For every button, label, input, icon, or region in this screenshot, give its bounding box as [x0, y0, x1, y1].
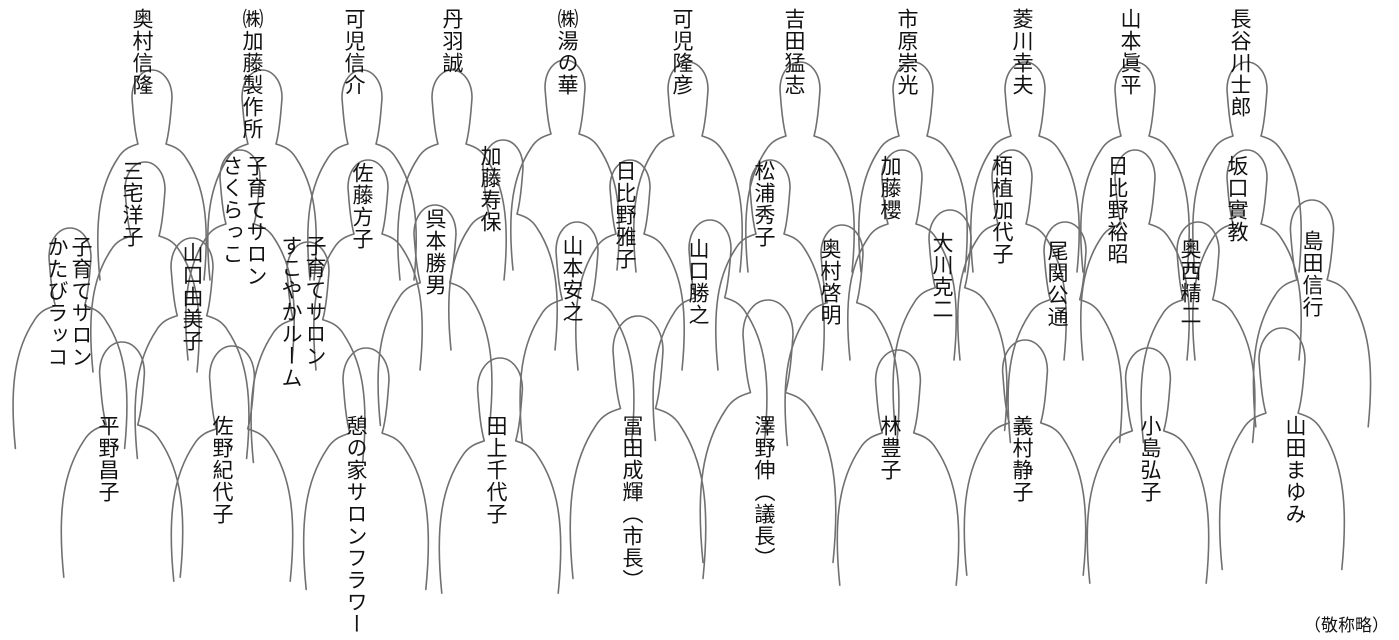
person-name-label: 日比野裕昭: [1105, 155, 1129, 265]
person-silhouette: [574, 159, 686, 371]
person-silhouette: [1191, 61, 1303, 273]
person-silhouette: [744, 61, 856, 273]
person-silhouette: [1007, 221, 1123, 444]
person-name-label: ㈱湯の華: [555, 8, 579, 96]
person-name-label: ㈱加藤製作所: [240, 8, 264, 140]
person-name-label: 佐野紀代子: [210, 415, 234, 525]
person-silhouette: [206, 69, 318, 281]
person-silhouette: [714, 159, 826, 371]
person-silhouette: [447, 139, 559, 351]
person-silhouette: [857, 61, 969, 273]
person-name-label: 大川克二: [930, 232, 954, 320]
person-silhouette: [632, 61, 744, 273]
person-name-label: 子育てサロン さくらっこ: [220, 155, 268, 287]
person-silhouette: [1079, 149, 1191, 361]
person-name-label: 山口由美子: [180, 242, 204, 352]
person-name-label: 可児隆彦: [670, 8, 694, 96]
person-name-label: 奥村信隆: [130, 8, 154, 96]
person-name-label: 冨田成輝（市長）: [620, 415, 644, 591]
person-silhouette: [1218, 327, 1346, 571]
person-silhouette: [836, 349, 960, 586]
person-name-label: 長谷川士郎: [1228, 8, 1252, 118]
person-silhouette: [302, 347, 430, 591]
person-name-label: 加藤寿保: [478, 145, 502, 233]
person-silhouette: [1086, 347, 1210, 584]
person-silhouette: [306, 69, 418, 281]
person-name-label: 子育てサロン すこやかルーム: [279, 235, 327, 389]
person-silhouette: [892, 209, 1008, 432]
person-silhouette: [60, 341, 184, 578]
person-name-label: 林豊子: [878, 415, 902, 481]
person-silhouette: [89, 161, 201, 373]
person-silhouette: [396, 69, 508, 281]
person-name-label: 三宅洋子: [120, 160, 144, 248]
person-silhouette: [509, 59, 621, 271]
honorifics-omitted-note: （敬称略）: [1304, 616, 1389, 636]
person-name-label: 加藤櫻: [878, 155, 902, 221]
person-name-label: 奥村啓明: [818, 238, 842, 326]
person-silhouette: [969, 61, 1081, 273]
person-name-label: 小島弘子: [1138, 415, 1162, 503]
person-name-label: 山田まゆみ: [1283, 415, 1307, 525]
person-name-label: 尾関公通: [1045, 240, 1069, 328]
person-silhouette: [12, 227, 128, 450]
person-silhouette: [519, 221, 635, 444]
person-name-label: 島田信行: [1300, 230, 1324, 318]
person-silhouette: [312, 159, 424, 371]
person-name-label: 子育てサロン かたびラッコ: [45, 236, 93, 368]
person-name-label: 菱川幸夫: [1010, 8, 1034, 96]
person-name-label: 佐藤方子: [350, 162, 374, 250]
person-name-label: 山口勝之: [686, 238, 710, 326]
person-name-label: 奥西精二: [1178, 238, 1202, 326]
person-silhouette: [1079, 61, 1191, 273]
person-name-label: 山本眞平: [1118, 8, 1142, 96]
person-silhouette: [963, 339, 1087, 576]
person-name-label: 山本安之: [560, 235, 584, 323]
person-name-label: 吉田猛志: [782, 8, 806, 96]
person-silhouette: [652, 219, 768, 442]
person-silhouette: [438, 357, 562, 594]
person-name-label: 田上千代子: [484, 415, 508, 525]
person-silhouette: [96, 69, 208, 281]
person-silhouette: [134, 237, 250, 460]
person-name-label: 松浦秀子: [752, 160, 776, 248]
person-silhouette: [184, 149, 296, 361]
person-name-label: 平野昌子: [96, 415, 120, 503]
person-silhouette: [170, 345, 294, 582]
person-silhouette: [846, 149, 958, 361]
person-silhouette: [1191, 149, 1303, 361]
person-name-label: 義村静子: [1010, 415, 1034, 503]
person-silhouette: [377, 204, 493, 427]
person-silhouette: [1252, 199, 1372, 428]
person-silhouette: [250, 241, 366, 464]
person-name-label: 丹羽誠: [440, 8, 464, 74]
person-name-label: 栢植加代子: [990, 155, 1014, 265]
person-silhouette: [699, 299, 837, 564]
person-silhouette: [784, 224, 900, 447]
person-name-label: 日比野雅子: [613, 160, 637, 270]
person-name-label: 市原崇光: [895, 8, 919, 96]
person-name-label: 憩の家サロンフラワー: [344, 415, 368, 635]
person-name-label: 澤野伸（議長）: [752, 415, 776, 569]
person-silhouette: [569, 315, 707, 580]
person-name-label: 呉本勝男: [423, 208, 447, 296]
person-name-label: 可児信介: [342, 8, 366, 96]
person-name-label: 坂口實教: [1225, 155, 1249, 243]
person-silhouette: [1140, 221, 1256, 444]
